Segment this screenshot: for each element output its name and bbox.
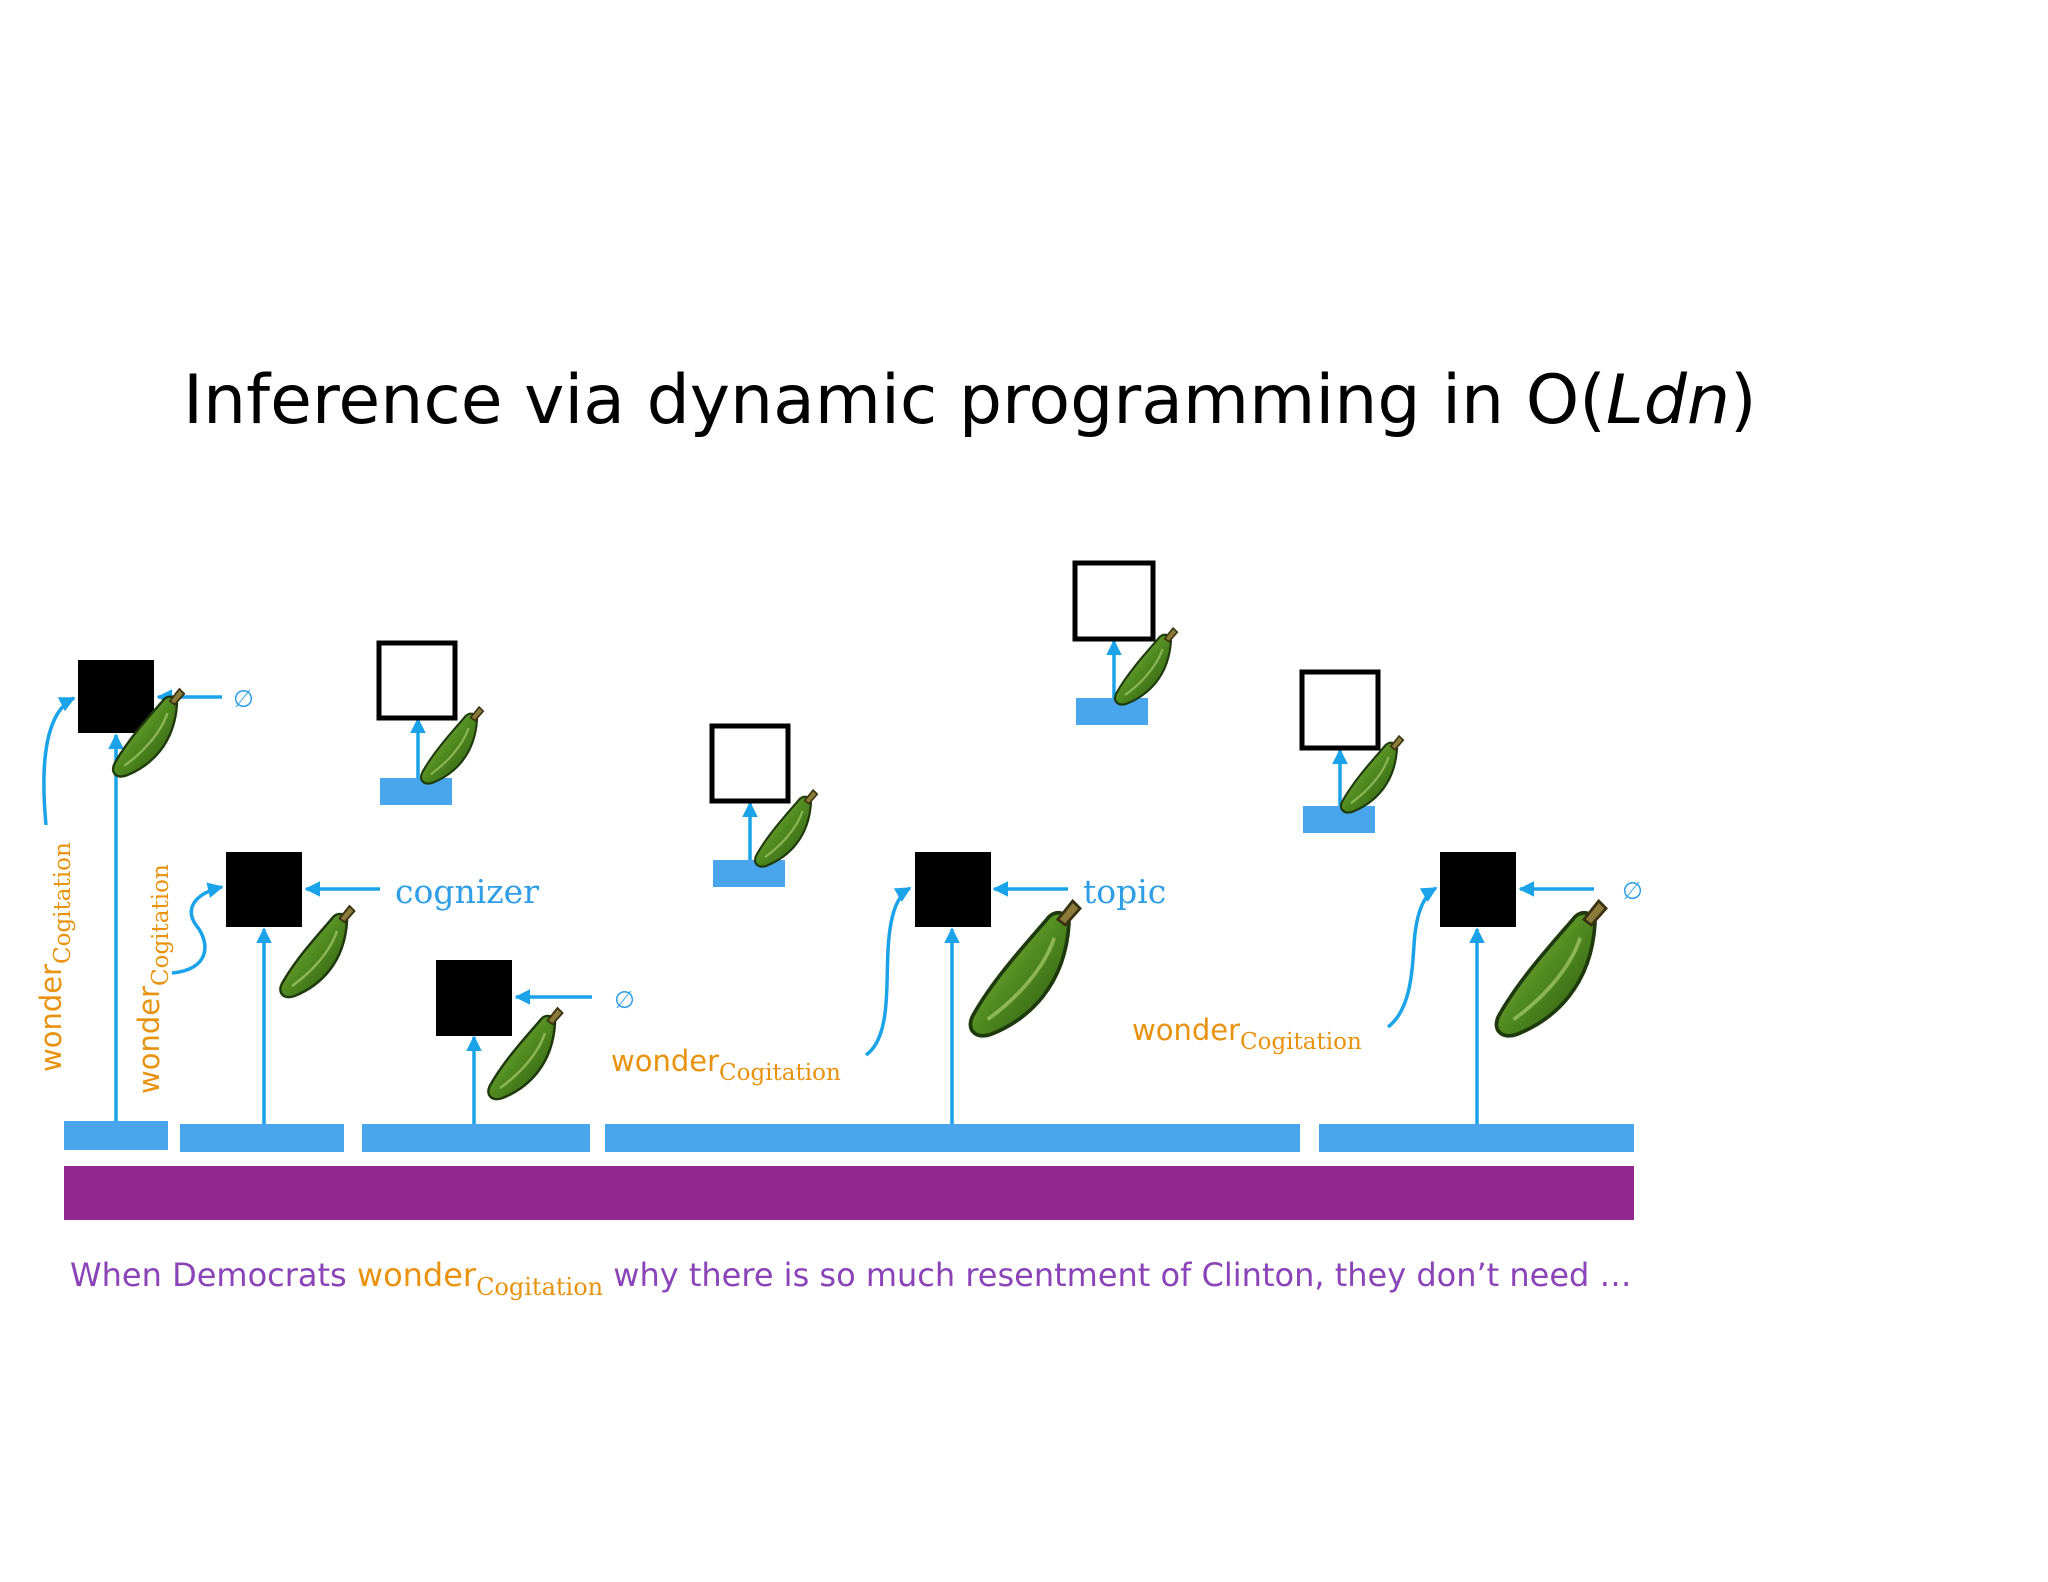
null-label-1: ∅ (233, 685, 254, 713)
null-label-3: ∅ (1622, 877, 1643, 905)
span-bar-why-clinton (605, 1124, 1300, 1152)
span-bar-when (64, 1121, 168, 1150)
null-label-2: ∅ (614, 986, 635, 1014)
cognizer-label: cognizer (395, 872, 539, 911)
node-filled-null[interactable] (436, 960, 512, 1036)
node-empty-2[interactable] (709, 723, 791, 804)
topic-label: topic (1083, 872, 1166, 911)
node-filled-null-right[interactable] (1440, 852, 1516, 927)
sentence-bar (64, 1166, 1634, 1220)
node-filled-lu[interactable] (78, 660, 154, 733)
span-bar-float-1 (380, 778, 452, 805)
curved-arrows (42, 696, 1438, 1057)
slide-title: Inference via dynamic programming in O(L… (183, 361, 1757, 440)
span-bar-float-2 (713, 860, 785, 887)
node-empty-4[interactable] (1299, 669, 1381, 751)
up-arrows (108, 639, 1485, 1124)
span-bar-they-need (1319, 1124, 1634, 1152)
example-sentence: When Democrats wonderCogitation why ther… (70, 1256, 1632, 1303)
span-bar-float-3 (1076, 698, 1148, 725)
node-filled-cognizer[interactable] (226, 852, 302, 927)
node-empty-3[interactable] (1072, 560, 1156, 642)
lu-label-horizontal-1: wonderCogitation (611, 1044, 841, 1086)
node-empty-1[interactable] (376, 640, 458, 721)
span-bar-wonder (362, 1124, 590, 1152)
lu-label-horizontal-2: wonderCogitation (1132, 1013, 1362, 1055)
lu-label-vertical-2: wonderCogitation (132, 864, 174, 1094)
span-bar-float-4 (1303, 806, 1375, 833)
lu-label-vertical-1: wonderCogitation (34, 842, 76, 1072)
node-filled-topic[interactable] (915, 852, 991, 927)
span-bar-democrats (180, 1124, 344, 1152)
